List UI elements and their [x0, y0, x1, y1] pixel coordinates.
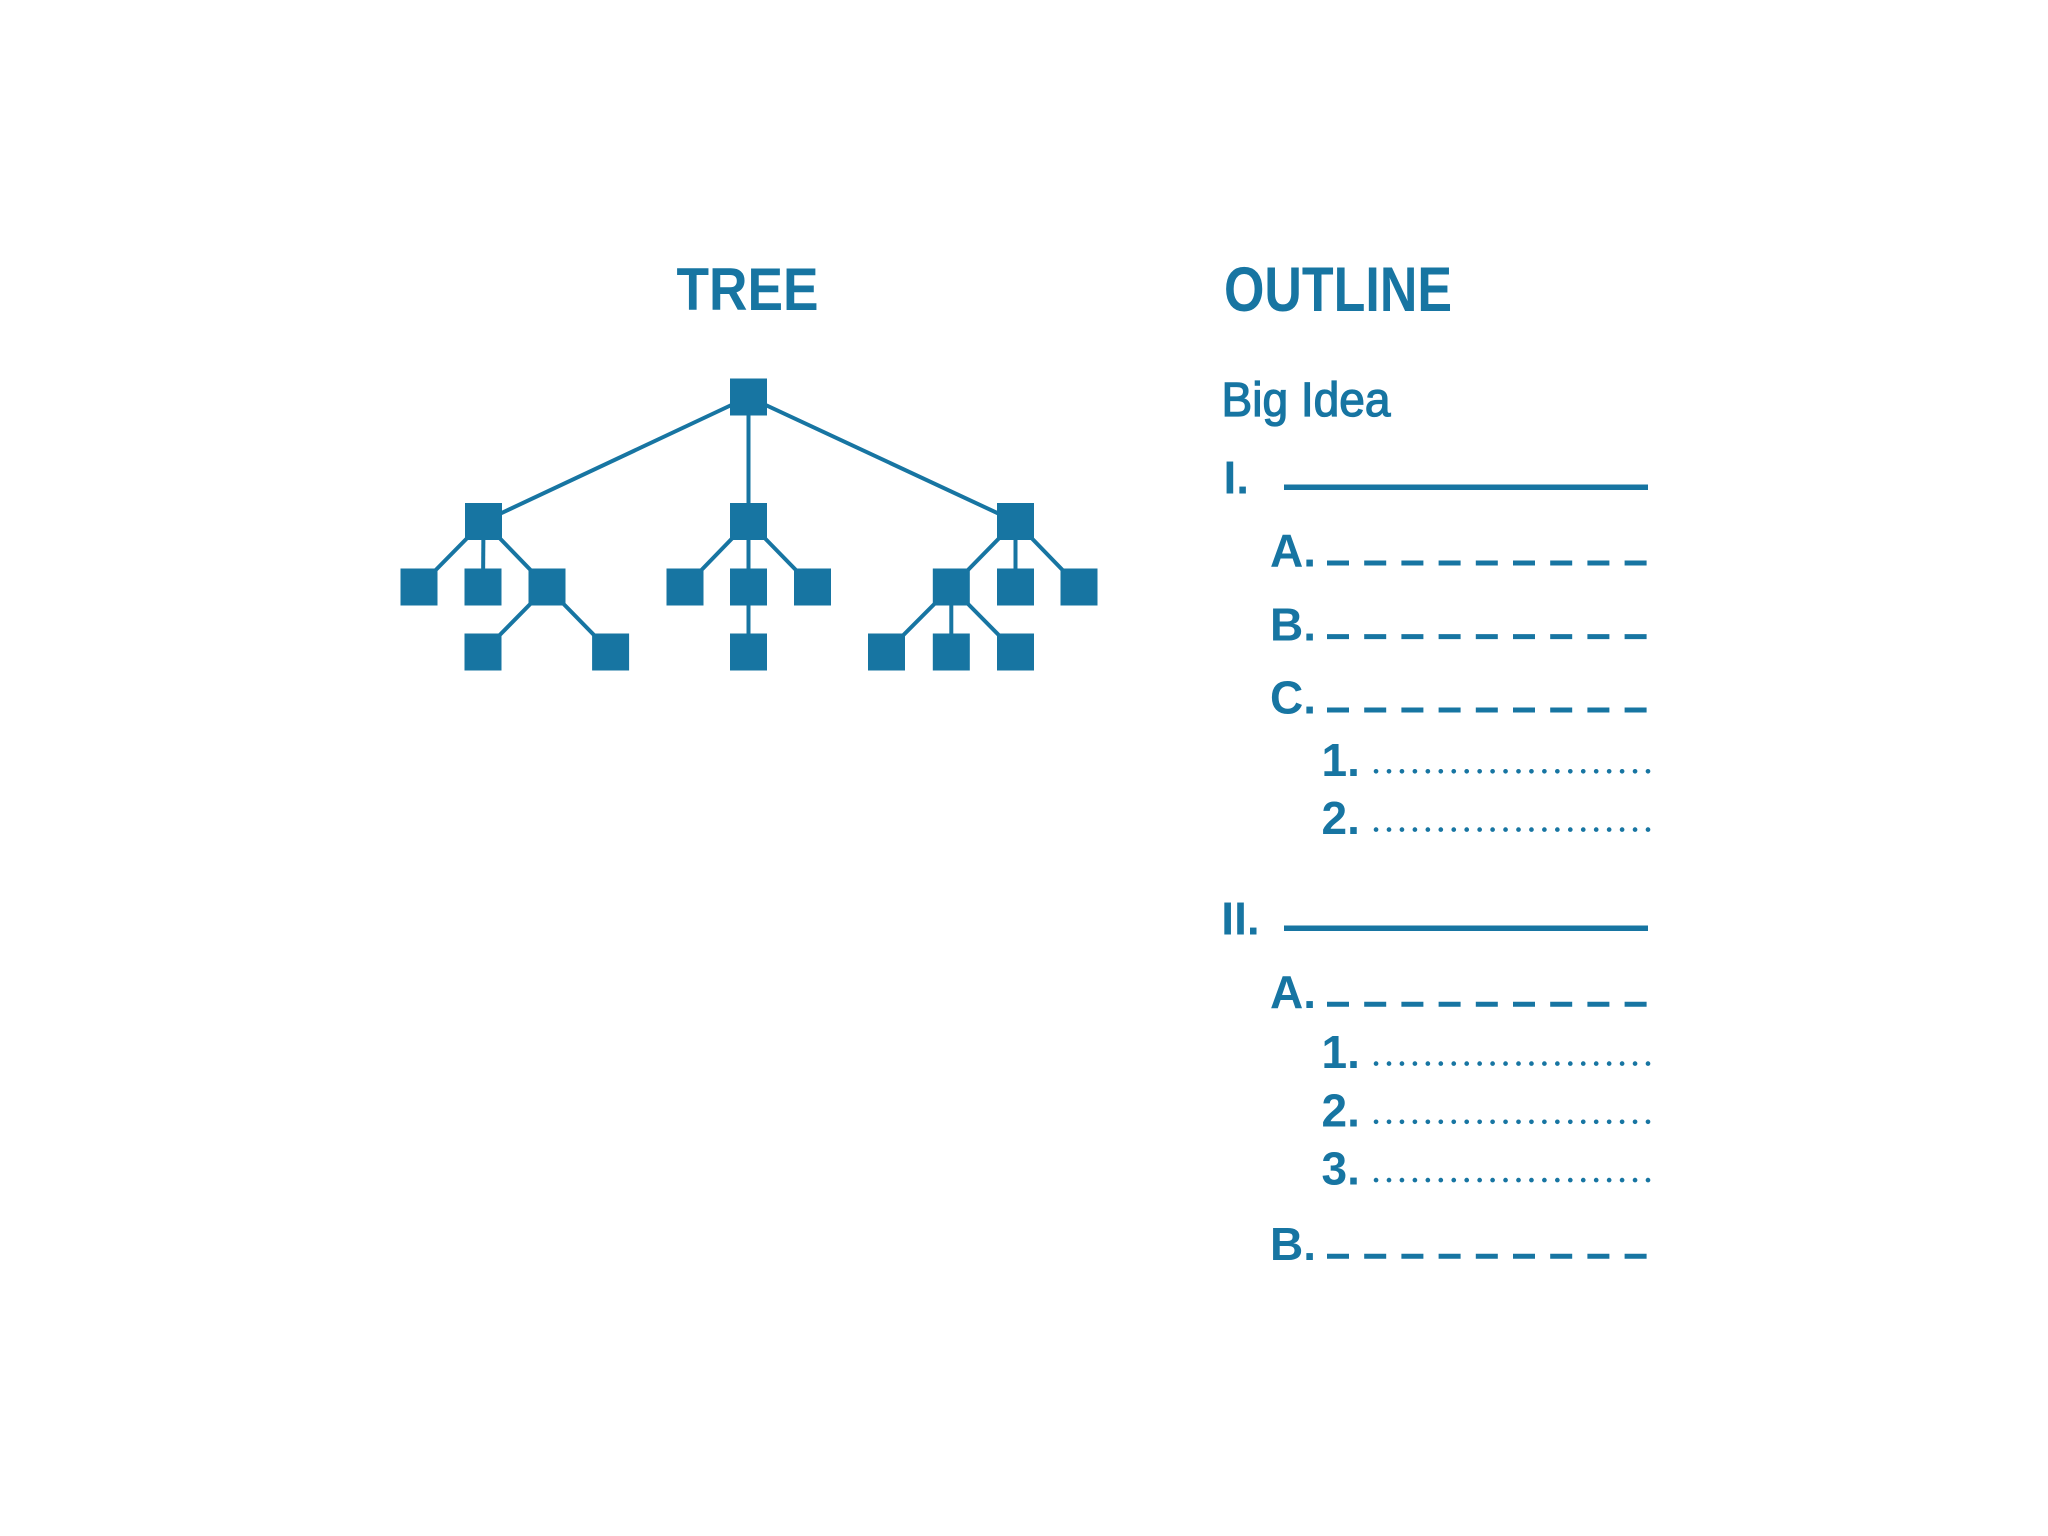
svg-text:1.: 1. — [1322, 1026, 1360, 1078]
svg-text:2.: 2. — [1322, 792, 1360, 844]
svg-text:Big Idea: Big Idea — [1222, 374, 1391, 427]
svg-text:B.: B. — [1270, 598, 1316, 650]
svg-text:1.: 1. — [1322, 734, 1360, 786]
svg-text:OUTLINE: OUTLINE — [1224, 255, 1452, 325]
svg-text:TREE: TREE — [677, 256, 819, 323]
svg-text:B.: B. — [1270, 1218, 1316, 1270]
svg-text:3.: 3. — [1322, 1143, 1360, 1195]
svg-text:A.: A. — [1270, 525, 1316, 577]
svg-text:2.: 2. — [1322, 1084, 1360, 1136]
svg-text:A.: A. — [1270, 966, 1316, 1018]
svg-text:C.: C. — [1270, 672, 1316, 724]
svg-text:II.: II. — [1221, 893, 1259, 945]
svg-text:I.: I. — [1224, 452, 1250, 504]
